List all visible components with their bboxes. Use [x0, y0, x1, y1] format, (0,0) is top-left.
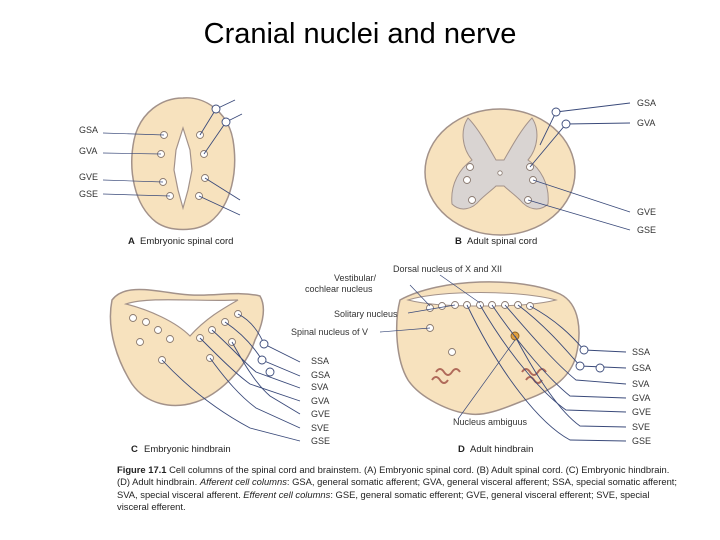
panel-d-label-gve: GVE — [632, 407, 651, 417]
panel-b-label-gsa: GSA — [637, 98, 656, 108]
panel-c-embryonic-hindbrain: SSA GSA SVA GVA GVE SVE GSE C Embryonic … — [109, 288, 330, 455]
caption-title: Cell columns of the spinal cord and brai… — [169, 464, 362, 475]
panel-c-label-sve: SVE — [311, 423, 329, 433]
panel-a-label-gse: GSE — [79, 189, 98, 199]
panel-d-label-sva: SVA — [632, 379, 649, 389]
panel-c-title: Embryonic hindbrain — [144, 444, 231, 455]
panel-c-label-gva: GVA — [311, 396, 329, 406]
panel-c-label-sva: SVA — [311, 382, 328, 392]
panel-d-olivary-nuclei — [431, 368, 547, 384]
panel-d-label-gsa: GSA — [632, 363, 651, 373]
panel-d-label-dorsal-nucleus: Dorsal nucleus of X and XII — [393, 264, 502, 274]
panel-d-label-gse: GSE — [632, 436, 651, 446]
panel-b-central-canal — [497, 170, 503, 176]
panel-b-label-gva: GVA — [637, 118, 655, 128]
panel-a-title: Embryonic spinal cord — [140, 236, 233, 247]
panel-b-adult-spinal-cord: GSA GVA GVE GSE B Adult spinal cord — [424, 98, 656, 247]
panel-a-ganglion-cells — [211, 104, 231, 127]
panel-a-label-gsa: GSA — [79, 125, 98, 135]
panel-d-label-solitary: Solitary nucleus — [334, 309, 398, 319]
caption-afferent-heading: Afferent cell columns — [199, 476, 287, 488]
caption-efferent-heading: Efferent cell columns — [243, 488, 331, 500]
panel-c-label-ssa: SSA — [311, 356, 329, 366]
panel-d-label-sve: SVE — [632, 422, 650, 432]
panel-d-label-vestibular-1: Vestibular/ — [334, 273, 377, 283]
caption-figure-number: Figure 17.1 — [117, 464, 167, 475]
panel-d-title: Adult hindbrain — [470, 444, 533, 455]
panel-c-label-gve: GVE — [311, 409, 330, 419]
panel-a-central-canal — [173, 126, 193, 211]
panel-a-embryonic-spinal-cord: GSA GVA GVE GSE A Embryonic spinal cord — [79, 97, 243, 247]
panel-b-grey-matter — [451, 117, 549, 210]
panel-a-label-gva: GVA — [79, 146, 97, 156]
panel-d-label-ambiguus: Nucleus ambiguus — [453, 417, 528, 427]
panel-a-letter: A — [128, 236, 135, 247]
caption-afferent-text: : GSA, general somatic afferent; GVA, ge… — [117, 476, 678, 500]
panel-d-leader-lines — [379, 274, 516, 420]
panel-b-title: Adult spinal cord — [467, 236, 537, 247]
caption-panels-text: (A) Embryonic spinal cord. (B) Adult spi… — [117, 464, 670, 488]
panel-c-neuron-cells — [129, 310, 242, 364]
panel-a-label-gve: GVE — [79, 172, 98, 182]
panel-d-label-gva: GVA — [632, 393, 650, 403]
panel-d-label-ssa: SSA — [632, 347, 650, 357]
panel-d-label-vestibular-2: cochlear nucleus — [305, 284, 373, 294]
panel-c-ganglion-cells — [257, 339, 275, 377]
panel-b-ganglion-cells — [551, 107, 571, 129]
panel-c-letter: C — [131, 444, 138, 455]
panel-d-ganglion-cells — [575, 345, 605, 373]
panel-c-label-gsa: GSA — [311, 370, 330, 380]
panel-b-fibers — [527, 102, 631, 231]
panel-b-letter: B — [455, 236, 462, 247]
panel-c-label-gse: GSE — [311, 436, 330, 446]
panel-c-fibers — [161, 313, 301, 442]
caption-efferent-text: : GSE, general somatic efferent; GVE, ge… — [117, 488, 650, 513]
slide-title: Cranial nuclei and nerve — [203, 18, 517, 50]
panel-d-label-spinal-v: Spinal nucleus of V — [291, 327, 368, 337]
figure-caption: Figure 17.1 Cell columns of the spinal c… — [117, 464, 677, 514]
panel-c-fourth-ventricle — [123, 299, 239, 337]
panel-d-fibers — [466, 304, 627, 442]
panel-b-label-gse: GSE — [637, 225, 656, 235]
panel-d-letter: D — [458, 444, 465, 455]
panel-d-adult-hindbrain: Dorsal nucleus of X and XII Vestibular/ … — [291, 264, 651, 455]
panel-a-leader-lines — [102, 132, 171, 197]
panel-b-label-gve: GVE — [637, 207, 656, 217]
